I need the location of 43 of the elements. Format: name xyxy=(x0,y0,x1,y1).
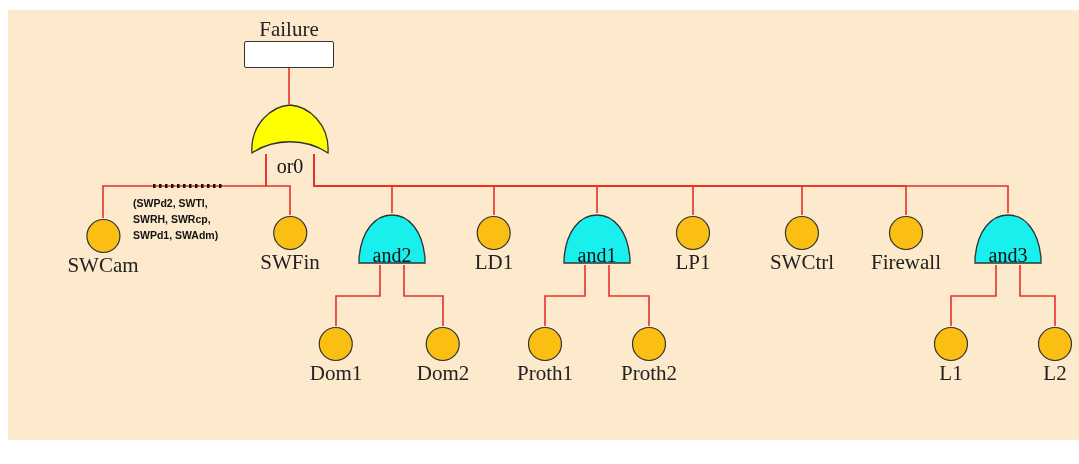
event-circle xyxy=(425,326,461,362)
event-label: SWFin xyxy=(260,251,320,275)
event-circle xyxy=(272,215,308,251)
event-label: SWCtrl xyxy=(769,251,835,275)
event-circle xyxy=(85,218,121,254)
event-circle xyxy=(888,215,924,251)
gate-label: and1 xyxy=(576,245,618,265)
and-gate xyxy=(560,213,634,265)
omitted-events-note: (SWPd2, SWTI, SWRH, SWRcp, SWPd1, SWAdm) xyxy=(133,196,220,243)
event-label: L2 xyxy=(1043,362,1067,386)
connector-line xyxy=(950,264,997,327)
event-label: LP1 xyxy=(675,251,711,275)
connector-line xyxy=(608,264,650,327)
and-gate xyxy=(971,213,1045,265)
event-circle xyxy=(933,326,969,362)
gate-label: and3 xyxy=(987,245,1029,265)
event-circle xyxy=(527,326,563,362)
event-circle xyxy=(476,215,512,251)
top-event-box xyxy=(244,41,334,69)
event-label: LD1 xyxy=(474,251,514,275)
connector-line xyxy=(544,264,586,327)
connector-line xyxy=(288,67,290,105)
connector-line xyxy=(1019,264,1056,327)
event-circle xyxy=(784,215,820,251)
and-gate xyxy=(355,213,429,265)
event-label: Failure xyxy=(259,18,319,42)
connector-line xyxy=(335,264,381,327)
event-circle xyxy=(675,215,711,251)
connector-line xyxy=(403,264,444,327)
event-circle xyxy=(1037,326,1073,362)
or-gate xyxy=(248,104,332,154)
gate-label: and2 xyxy=(371,245,413,265)
event-label: Firewall xyxy=(871,251,941,275)
event-label: Dom1 xyxy=(309,362,363,386)
event-circle xyxy=(631,326,667,362)
connector-line xyxy=(265,153,291,216)
event-label: L1 xyxy=(939,362,963,386)
event-label: Proth1 xyxy=(517,362,573,386)
event-circle xyxy=(318,326,354,362)
gate-label: or0 xyxy=(275,156,305,176)
event-label: SWCam xyxy=(67,254,139,278)
event-label: Dom2 xyxy=(416,362,470,386)
event-label: Proth2 xyxy=(621,362,677,386)
